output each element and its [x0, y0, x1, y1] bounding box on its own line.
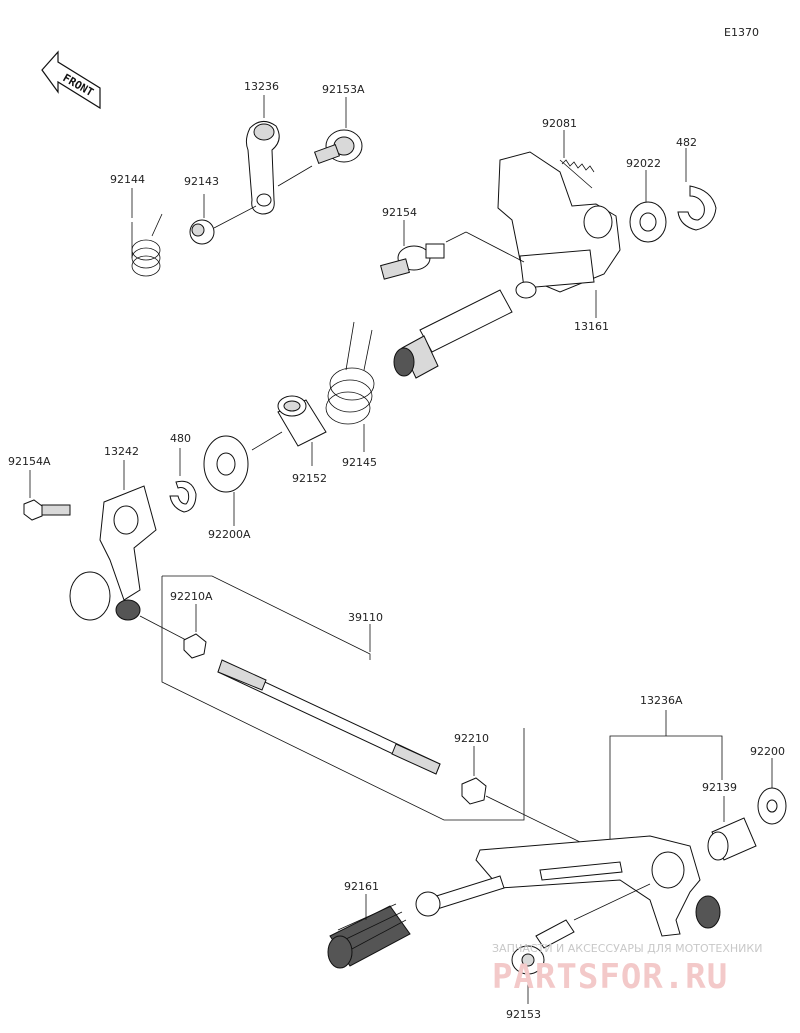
label-13236A: 13236A — [640, 694, 683, 707]
part-92081-spring — [559, 159, 595, 189]
label-92144: 92144 — [110, 173, 145, 186]
label-92200A: 92200A — [208, 528, 251, 541]
part-92210A-nut — [183, 633, 207, 659]
label-92022: 92022 — [626, 157, 661, 170]
diagram-code: E1370 — [724, 26, 759, 39]
part-92143-collar — [189, 219, 215, 245]
part-92200A-washer — [203, 435, 249, 493]
watermark-tagline: ЗАПЧАСТИ И АКСЕССУАРЫ ДЛЯ МОТОТЕХНИКИ — [492, 942, 762, 955]
part-92153-bolt — [511, 919, 575, 975]
part-92154A-bolt — [23, 499, 71, 521]
label-92154: 92154 — [382, 206, 417, 219]
part-39110-tie-rod — [217, 659, 441, 775]
part-92210-nut — [461, 777, 487, 805]
part-480-circlip — [169, 480, 197, 513]
label-92139: 92139 — [702, 781, 737, 794]
label-13242: 13242 — [104, 445, 139, 458]
label-92161: 92161 — [344, 880, 379, 893]
part-92153A-bolt — [313, 129, 363, 165]
label-92154A: 92154A — [8, 455, 51, 468]
label-92153: 92153 — [506, 1008, 541, 1021]
part-13161-shift-shaft-assy — [393, 151, 621, 379]
part-482-circlip — [677, 185, 717, 231]
label-92145: 92145 — [342, 456, 377, 469]
label-92143: 92143 — [184, 175, 219, 188]
label-13161: 13161 — [574, 320, 609, 333]
part-13242-lever — [69, 485, 157, 621]
part-13236A-shift-pedal — [415, 835, 721, 937]
part-13236-shift-arm — [245, 121, 280, 215]
label-39110: 39110 — [348, 611, 383, 624]
part-92154-bolt — [380, 243, 445, 280]
part-92144-spring — [131, 213, 163, 277]
part-92022-washer — [629, 201, 667, 243]
part-92139-collar — [707, 817, 757, 861]
label-480: 480 — [170, 432, 191, 445]
label-92200: 92200 — [750, 745, 785, 758]
label-92153A: 92153A — [322, 83, 365, 96]
label-13236: 13236 — [244, 80, 279, 93]
label-482: 482 — [676, 136, 697, 149]
part-92200-washer — [757, 787, 787, 825]
label-92210: 92210 — [454, 732, 489, 745]
part-92145-spring — [325, 321, 375, 425]
label-92210A: 92210A — [170, 590, 213, 603]
front-arrow-icon: FRONT — [41, 50, 101, 110]
watermark-brand: PARTSFOR.RU — [492, 957, 728, 997]
label-92152: 92152 — [292, 472, 327, 485]
part-92152-collar — [277, 395, 327, 447]
label-92081: 92081 — [542, 117, 577, 130]
part-92161-rubber — [327, 903, 411, 969]
